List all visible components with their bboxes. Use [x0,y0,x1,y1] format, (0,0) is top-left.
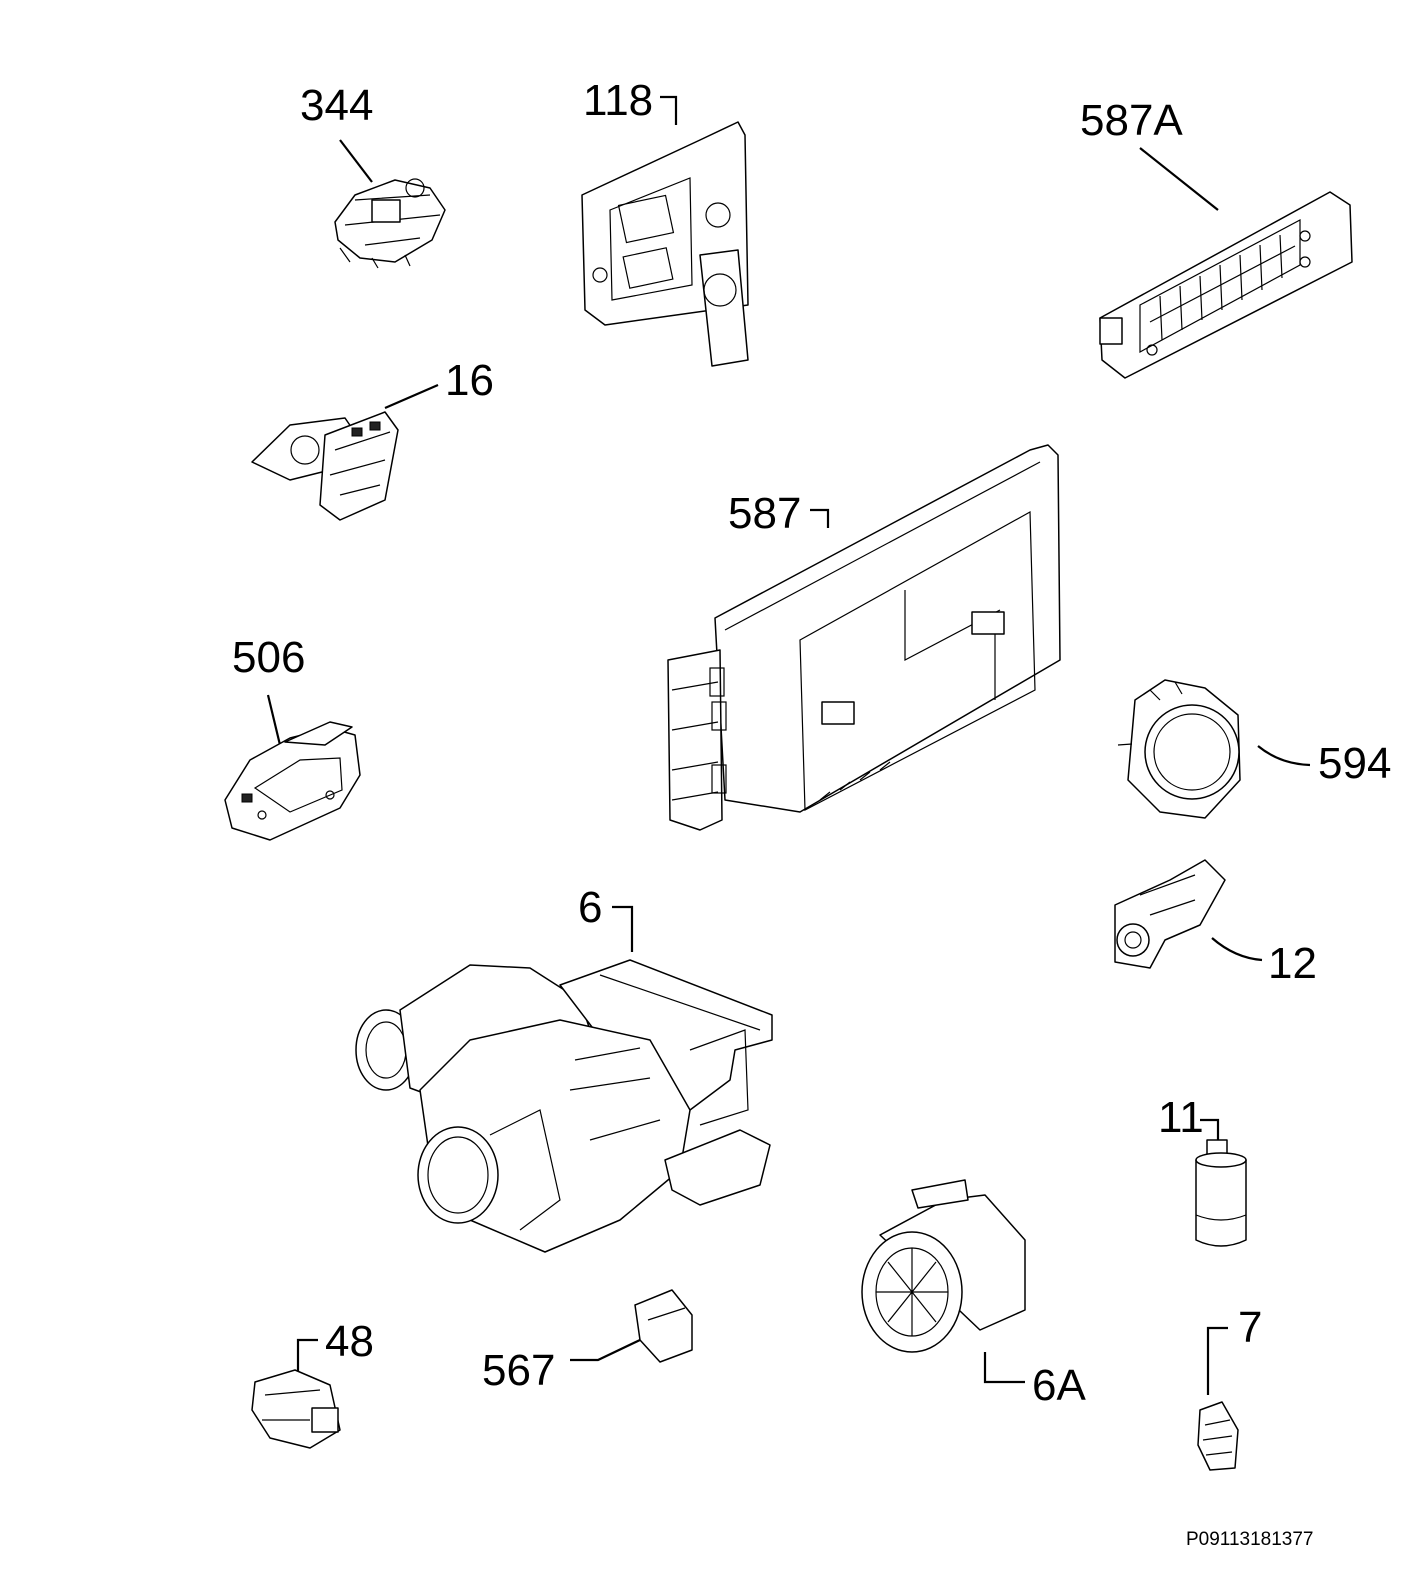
label-118: 118 [583,76,653,125]
selector-knob-icon [1117,679,1241,819]
part-587[interactable]: 587 [667,444,1061,831]
label-506: 506 [232,633,305,682]
label-587A: 587A [1080,96,1183,145]
part-506[interactable]: 506 [224,633,361,841]
detergent-dispenser-icon [581,121,749,367]
part-11[interactable]: 11 [1158,1093,1247,1247]
circulation-pump-heater-icon [355,959,773,1253]
flow-meter-icon [251,1369,341,1449]
clip-icon [634,1289,693,1363]
label-48: 48 [325,1317,374,1366]
label-587: 587 [728,489,801,538]
label-16: 16 [445,356,494,405]
label-567: 567 [482,1346,555,1395]
connector-icon [1197,1401,1239,1471]
sensor-bracket-icon [224,721,361,841]
label-12: 12 [1268,939,1317,988]
label-11: 11 [1158,1093,1204,1142]
label-6A: 6A [1032,1361,1086,1410]
part-344[interactable]: 344 [300,81,446,269]
pressure-switch-icon [1114,859,1226,969]
door-lock-icon [334,178,446,269]
capacitor-icon [1195,1139,1247,1247]
part-567[interactable]: 567 [482,1289,693,1395]
part-118[interactable]: 118 [581,76,749,367]
label-344: 344 [300,81,373,130]
control-board-icon [1099,191,1353,379]
part-587A[interactable]: 587A [1080,96,1353,379]
part-594[interactable]: 594 [1117,679,1391,819]
part-48[interactable]: 48 [251,1317,374,1449]
part-12[interactable]: 12 [1114,859,1317,988]
part-6A[interactable]: 6A [861,1179,1086,1410]
drain-pump-icon [251,411,399,521]
label-594: 594 [1318,739,1391,788]
electronic-module-icon [667,444,1061,831]
label-6: 6 [578,883,602,932]
diagram-reference-code: P09113181377 [1186,1529,1314,1550]
part-7[interactable]: 7 [1197,1303,1262,1471]
circulation-pump-icon [861,1179,1026,1353]
part-6[interactable]: 6 [355,883,773,1253]
label-7: 7 [1238,1303,1262,1352]
part-16[interactable]: 16 [251,356,494,521]
